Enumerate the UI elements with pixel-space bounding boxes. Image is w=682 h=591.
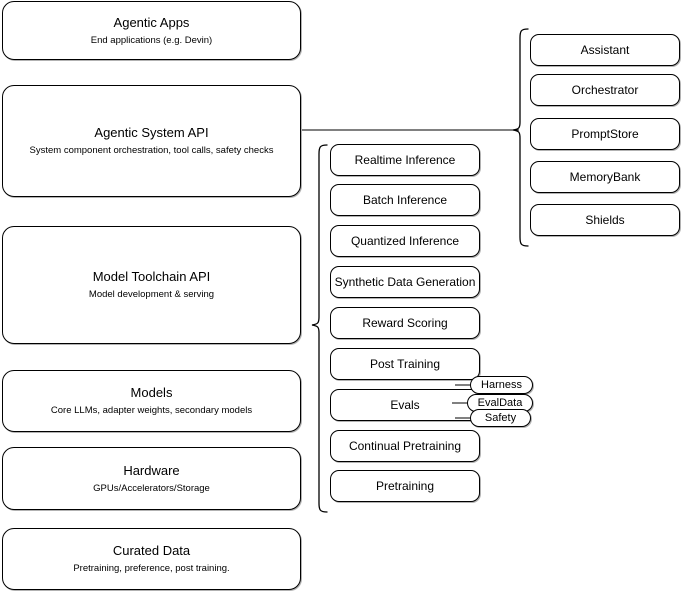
layer-curated-data[interactable]: Curated Data Pretraining, preference, po… [2,528,301,590]
layer-title: Hardware [123,462,180,478]
capability-label: Evals [390,398,420,412]
system-component-promptstore[interactable]: PromptStore [530,118,680,150]
capability-realtime-inference[interactable]: Realtime Inference [330,144,480,176]
capability-label: Continual Pretraining [348,439,462,453]
layer-title: Agentic System API [94,125,209,140]
eval-subcomponent-label: EvalData [477,397,523,409]
layer-subtitle: Pretraining, preference, post training. [73,563,230,574]
system-component-label: Shields [585,213,625,227]
system-component-label: PromptStore [571,127,639,141]
layer-subtitle: System component orchestration, tool cal… [29,145,274,156]
system-component-label: Assistant [580,43,630,57]
eval-subcomponent-label: Safety [484,412,517,424]
capability-label: Synthetic Data Generation [334,275,476,289]
capability-post-training[interactable]: Post Training [330,348,480,380]
capability-evals[interactable]: Evals [330,389,480,421]
capability-reward-scoring[interactable]: Reward Scoring [330,307,480,339]
eval-subcomponent-safety[interactable]: Safety [470,409,531,427]
brace-system-components [512,28,529,247]
layer-title: Model Toolchain API [92,269,211,284]
layer-agentic-apps[interactable]: Agentic Apps End applications (e.g. Devi… [2,1,301,60]
capability-continual-pretraining[interactable]: Continual Pretraining [330,430,480,462]
capability-quantized-inference[interactable]: Quantized Inference [330,225,480,257]
capability-label: Batch Inference [362,193,448,207]
layer-title: Curated Data [112,543,191,558]
system-component-label: MemoryBank [569,170,641,184]
capability-label: Realtime Inference [354,153,456,167]
layer-title: Agentic Apps [113,14,190,30]
capability-label: Quantized Inference [350,234,460,248]
capability-synthetic-data-generation[interactable]: Synthetic Data Generation [330,266,480,298]
eval-subcomponent-harness[interactable]: Harness [470,376,533,394]
layer-subtitle: End applications (e.g. Devin) [90,34,213,46]
capability-pretraining[interactable]: Pretraining [330,470,480,502]
brace-toolchain-capabilities [311,144,328,513]
layer-model-toolchain-api[interactable]: Model Toolchain API Model development & … [2,226,301,344]
system-component-memorybank[interactable]: MemoryBank [530,161,680,193]
system-component-label: Orchestrator [571,83,639,97]
capability-label: Post Training [369,357,441,371]
layer-hardware[interactable]: Hardware GPUs/Accelerators/Storage [2,447,301,510]
layer-models[interactable]: Models Core LLMs, adapter weights, secon… [2,370,301,432]
system-component-shields[interactable]: Shields [530,204,680,236]
system-component-orchestrator[interactable]: Orchestrator [530,74,680,106]
layer-subtitle: Model development & serving [88,289,215,300]
system-component-assistant[interactable]: Assistant [530,34,680,66]
layer-subtitle: GPUs/Accelerators/Storage [93,482,210,494]
capability-batch-inference[interactable]: Batch Inference [330,184,480,216]
capability-label: Pretraining [375,479,435,493]
layer-title: Models [130,385,173,400]
layer-subtitle: Core LLMs, adapter weights, secondary mo… [50,405,253,416]
capability-label: Reward Scoring [362,316,448,330]
layer-agentic-system-api[interactable]: Agentic System API System component orch… [2,85,301,197]
eval-subcomponent-label: Harness [481,379,522,391]
